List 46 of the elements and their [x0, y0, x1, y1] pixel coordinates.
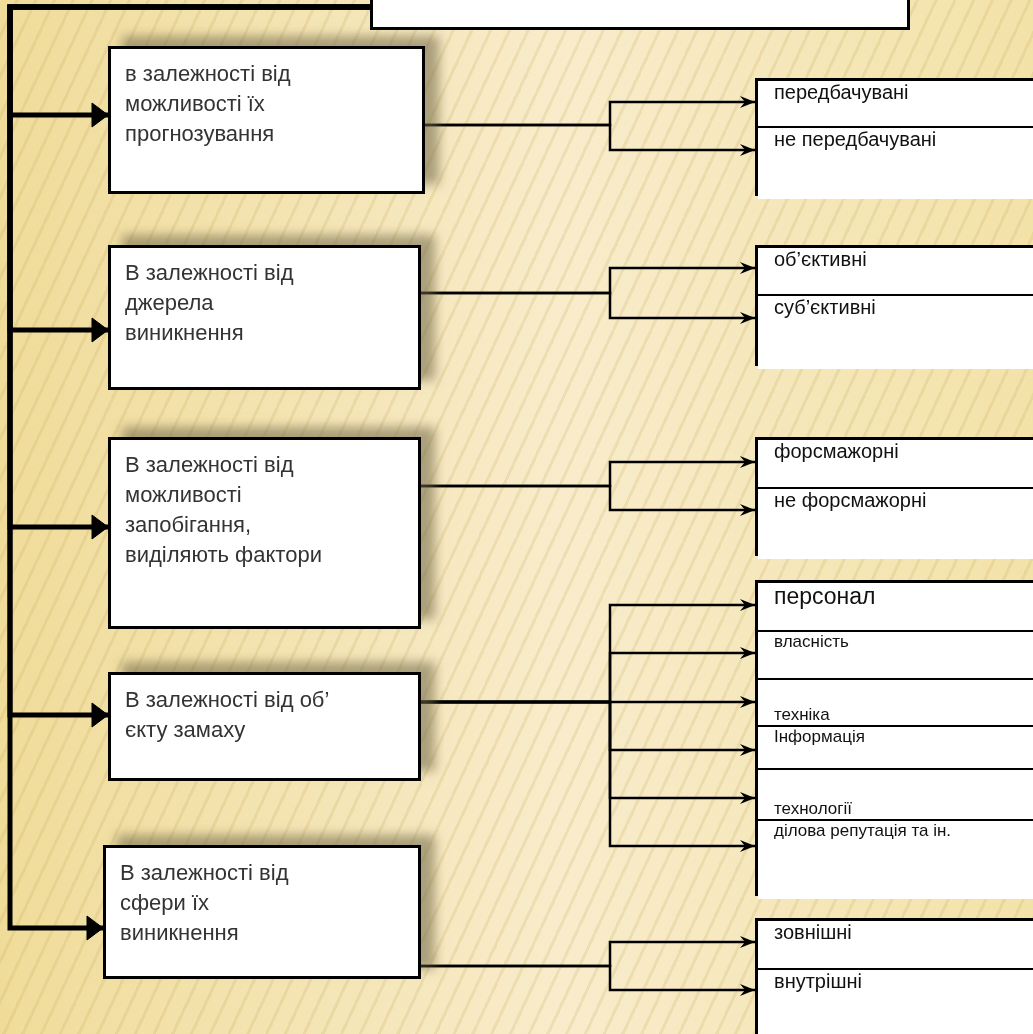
arrow	[421, 484, 755, 516]
list-row	[758, 821, 1033, 899]
list-box	[755, 580, 1033, 896]
item-text: об’єктивні	[774, 248, 867, 271]
category-text: В залежності від джерела виникнення	[125, 259, 295, 347]
category-text: В залежності від сфери їх виникнення	[120, 859, 290, 947]
category-box	[108, 46, 425, 194]
item-text: суб’єктивні	[774, 296, 876, 319]
list-row	[758, 128, 1033, 199]
list-box	[755, 78, 1033, 196]
item-text: власність	[774, 632, 849, 652]
list-row	[758, 81, 1033, 128]
list-box	[755, 437, 1033, 556]
list-row	[758, 489, 1033, 559]
category-box	[108, 672, 421, 781]
list-row	[758, 632, 1033, 680]
item-text: ділова репутація та ін.	[774, 821, 952, 841]
item-text: Інформація	[774, 727, 865, 747]
list-row	[758, 727, 1033, 770]
item-text: не передбачувані	[774, 128, 937, 151]
list-box	[370, 0, 910, 30]
list-row	[758, 248, 1033, 296]
item-text: техніка	[774, 705, 830, 725]
block-arrow	[7, 4, 370, 941]
item-text: внутрішні	[774, 970, 862, 993]
item-text: форсмажорні	[774, 440, 899, 463]
item-text: персонал	[774, 583, 876, 610]
item-text: зовнішні	[774, 921, 852, 944]
item-text: технології	[774, 799, 852, 819]
list-box	[755, 918, 1033, 1034]
category-box	[108, 245, 421, 390]
arrow	[421, 964, 755, 996]
item-text: не форсмажорні	[774, 489, 927, 512]
arrow	[421, 700, 755, 852]
list-row	[758, 440, 1033, 489]
list-row	[758, 921, 1033, 970]
list-box	[755, 245, 1033, 366]
arrow	[421, 291, 755, 324]
item-text: передбачувані	[774, 81, 909, 104]
arrow	[425, 123, 755, 156]
category-box	[103, 845, 421, 979]
category-text: В залежності від можливості запобігання, виділяють фактори	[125, 451, 323, 569]
category-box	[108, 437, 421, 629]
category-text: в залежності від можливості їх прогнозування	[125, 60, 292, 148]
category-text: В залежності від об’ єкту замаху	[125, 686, 330, 744]
list-row	[758, 296, 1033, 369]
